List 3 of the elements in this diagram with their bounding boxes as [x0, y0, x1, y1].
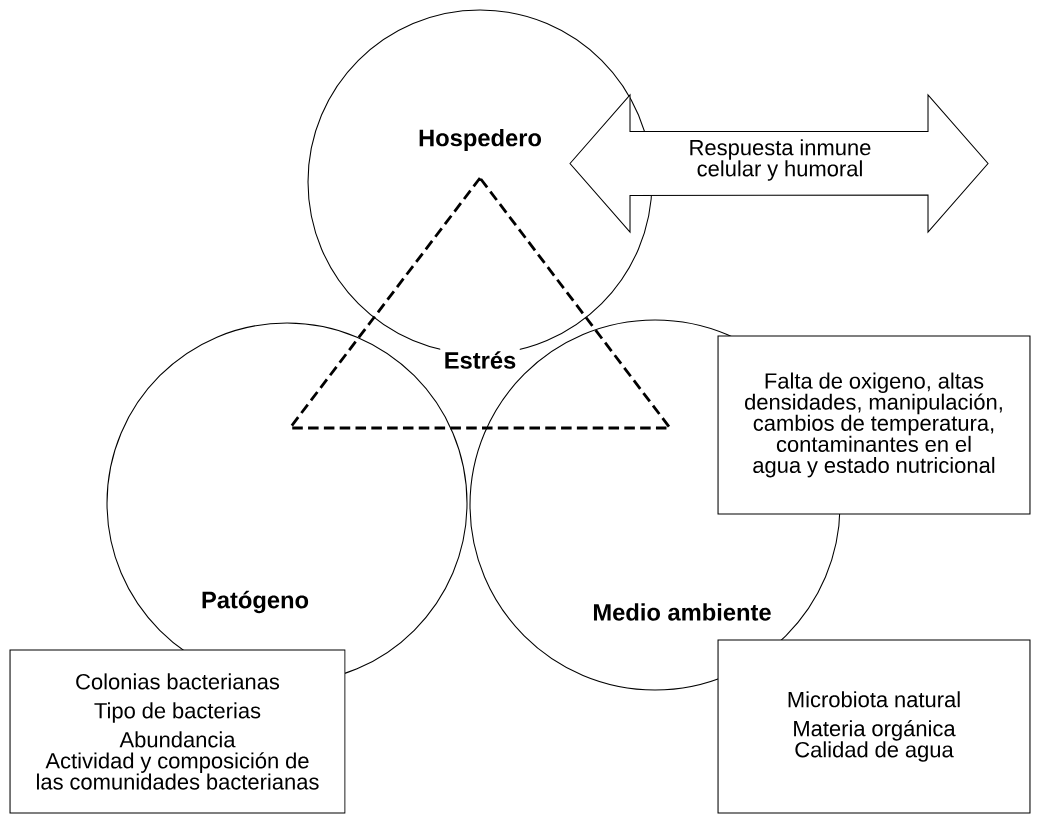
- text-box: Colonias bacterianas Tipo de bacterias Abundancia Actividad y composición de las comunidades bacterianas: [9, 649, 346, 814]
- text-box: Falta de oxigeno, altas densidades, manipulación, cambios de temperatura, contaminantes en el agua y estado nutricional: [717, 335, 1031, 515]
- text-box: Microbiota natural Materia orgánica Calidad de agua: [717, 639, 1031, 814]
